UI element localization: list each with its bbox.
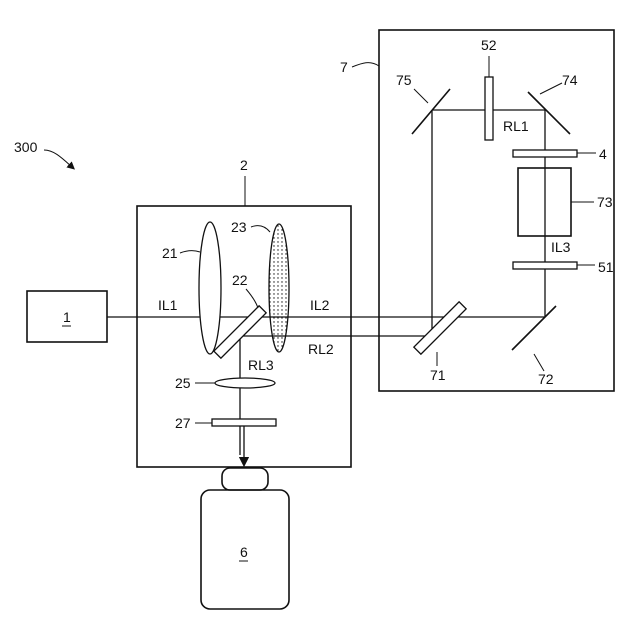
splitter-71 — [414, 302, 466, 354]
lens-21-leader — [180, 251, 200, 253]
module-7-label: 7 — [340, 59, 348, 75]
mirror-74-leader — [540, 83, 562, 94]
lens-21 — [199, 222, 221, 354]
system-reference-label: 300 — [14, 139, 38, 155]
beam-label-rl1: RL1 — [503, 118, 529, 134]
module-7-box — [379, 30, 614, 391]
beam-label-il3: IL3 — [551, 239, 571, 255]
lens-23 — [269, 224, 289, 352]
beam-label-rl2: RL2 — [308, 341, 334, 357]
mirror-74 — [528, 92, 570, 134]
module-7-leader — [352, 63, 379, 67]
plate-4-label: 4 — [599, 146, 607, 162]
plate-51 — [513, 262, 577, 269]
detector-label: 6 — [240, 544, 248, 560]
lens-25-label: 25 — [175, 375, 191, 391]
plate-27-label: 27 — [175, 415, 191, 431]
element-73-label: 73 — [597, 194, 613, 210]
splitter-22-label: 22 — [232, 272, 248, 288]
mirror-72 — [512, 306, 556, 350]
plate-51-label: 51 — [598, 259, 614, 275]
lens-23-label: 23 — [231, 219, 247, 235]
plate-52 — [485, 77, 493, 140]
mirror-72-label: 72 — [538, 371, 554, 387]
mirror-75-label: 75 — [396, 72, 412, 88]
beam-label-rl3: RL3 — [248, 357, 274, 373]
splitter-71-label: 71 — [430, 367, 446, 383]
lens-23-leader — [251, 226, 270, 232]
beam-label-il2: IL2 — [310, 297, 330, 313]
mirror-75-leader — [414, 89, 428, 103]
mirror-72-leader — [534, 354, 544, 371]
detector-connector — [222, 468, 268, 490]
plate-52-label: 52 — [481, 37, 497, 53]
splitter-22-leader — [246, 289, 258, 308]
system-reference-arrow — [44, 150, 72, 167]
plate-4 — [513, 150, 577, 157]
light-source-label: 1 — [63, 309, 71, 325]
mirror-75 — [412, 89, 450, 134]
mirror-74-label: 74 — [562, 72, 578, 88]
plate-27 — [212, 419, 276, 426]
lens-25 — [215, 378, 275, 388]
module-2-label: 2 — [240, 157, 248, 173]
lens-21-label: 21 — [162, 245, 178, 261]
beam-label-il1: IL1 — [158, 297, 178, 313]
